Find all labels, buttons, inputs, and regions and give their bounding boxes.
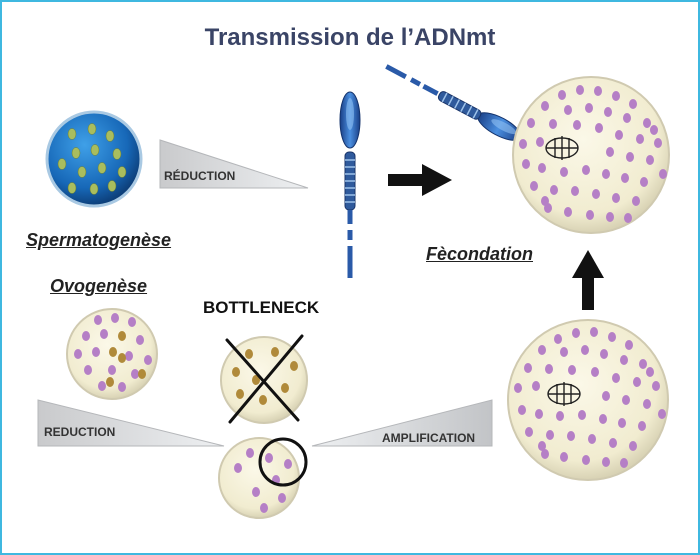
sperm-mitochondria	[57, 123, 127, 195]
label-spermatogenese: Spermatogenèse	[26, 230, 172, 250]
oogenesis-cell	[66, 308, 158, 400]
label-amplification: AMPLIFICATION	[382, 431, 476, 445]
spermatogenesis-cell	[45, 110, 143, 208]
amplified-egg-spindle	[547, 382, 581, 406]
egg-spindle	[545, 136, 579, 160]
reduction-bottom-triangle	[37, 399, 225, 447]
selection-ring	[258, 437, 308, 487]
cross-mark	[225, 334, 304, 424]
bottleneck-selected-cell	[218, 437, 308, 519]
fertilized-egg	[512, 76, 670, 234]
egg-mitochondria	[519, 85, 667, 223]
label-ovogenese: Ovogenèse	[50, 276, 148, 296]
page-title: Transmission de l’ADNmt	[204, 24, 496, 51]
label-bottleneck: BOTTLENECK	[203, 298, 320, 317]
label-fecondation: Fècondation	[426, 244, 533, 264]
amplification-triangle	[311, 399, 493, 447]
arrow-up	[572, 250, 604, 310]
arrow-right	[388, 164, 452, 196]
reduction-top-triangle	[159, 139, 309, 189]
amplified-egg	[507, 319, 669, 481]
bottleneck-crossed-cell	[220, 334, 308, 424]
label-reduction-top: RÉDUCTION	[164, 169, 236, 183]
label-reduction-bottom: REDUCTION	[44, 425, 116, 439]
vertical-sperm	[339, 91, 361, 278]
diagonal-sperm	[385, 64, 522, 141]
